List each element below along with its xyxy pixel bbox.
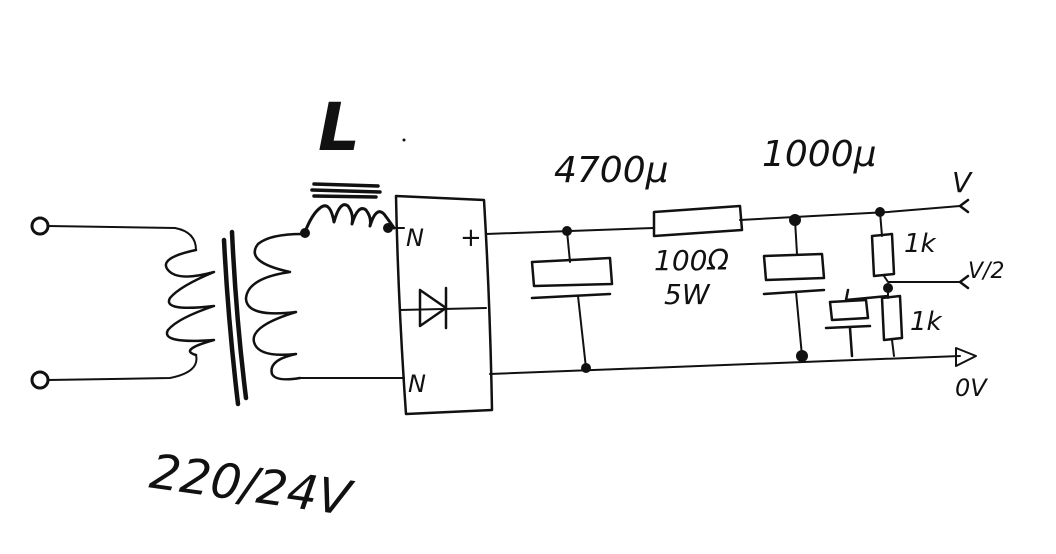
- cap1-bottom-node: [581, 363, 591, 373]
- transformer-core: [221, 229, 249, 407]
- transformer: 220/24V: [146, 229, 405, 528]
- inductor-core: [310, 182, 382, 199]
- resistor-100-ohm: 100Ω 5W: [652, 204, 744, 311]
- transformer-ratio-label: 220/24V: [146, 444, 357, 528]
- resistor-power-label: 5W: [664, 278, 711, 311]
- divider-top-label: 1k: [904, 229, 937, 259]
- inductor-label: L: [318, 89, 360, 166]
- bridge-plus-label: +: [460, 223, 482, 253]
- inductor-coil: [303, 203, 396, 234]
- ac-input-terminal-top: [30, 216, 50, 236]
- output-v-label: V: [952, 166, 973, 199]
- divider-resistor-top: [870, 232, 896, 278]
- resistor-value-label: 100Ω: [654, 244, 729, 277]
- bridge-ac-bottom-label: N: [408, 370, 426, 398]
- bridge-ac-top-label: N: [406, 224, 424, 252]
- bridge-body: [394, 194, 494, 416]
- transformer-secondary-winding: [244, 232, 304, 381]
- inductor: L: [300, 89, 405, 238]
- voltage-divider: 1k V/2 1k: [824, 207, 1004, 358]
- ac-input-terminal-bottom: [30, 370, 50, 390]
- diode-symbol: [418, 286, 448, 330]
- ground-rail: 0V: [489, 347, 988, 402]
- output-0v-label: 0V: [955, 374, 988, 402]
- capacitor-4700-label: 4700μ: [554, 150, 669, 191]
- transformer-primary-winding: [164, 248, 216, 357]
- bridge-rectifier: N N +: [394, 194, 494, 416]
- inductor-node-left: [300, 228, 310, 238]
- capacitor-1000: 1000μ: [762, 134, 877, 362]
- divider-bottom-label: 1k: [910, 307, 943, 337]
- mid-capacitor: [824, 288, 890, 358]
- capacitor-4700: 4700μ: [530, 150, 669, 373]
- cap2-bottom-node: [796, 350, 808, 362]
- divider-resistor-bottom: [880, 294, 904, 342]
- ac-input: [30, 216, 198, 390]
- output-mid-label: V/2: [968, 259, 1004, 284]
- capacitor-1000-label: 1000μ: [762, 134, 877, 175]
